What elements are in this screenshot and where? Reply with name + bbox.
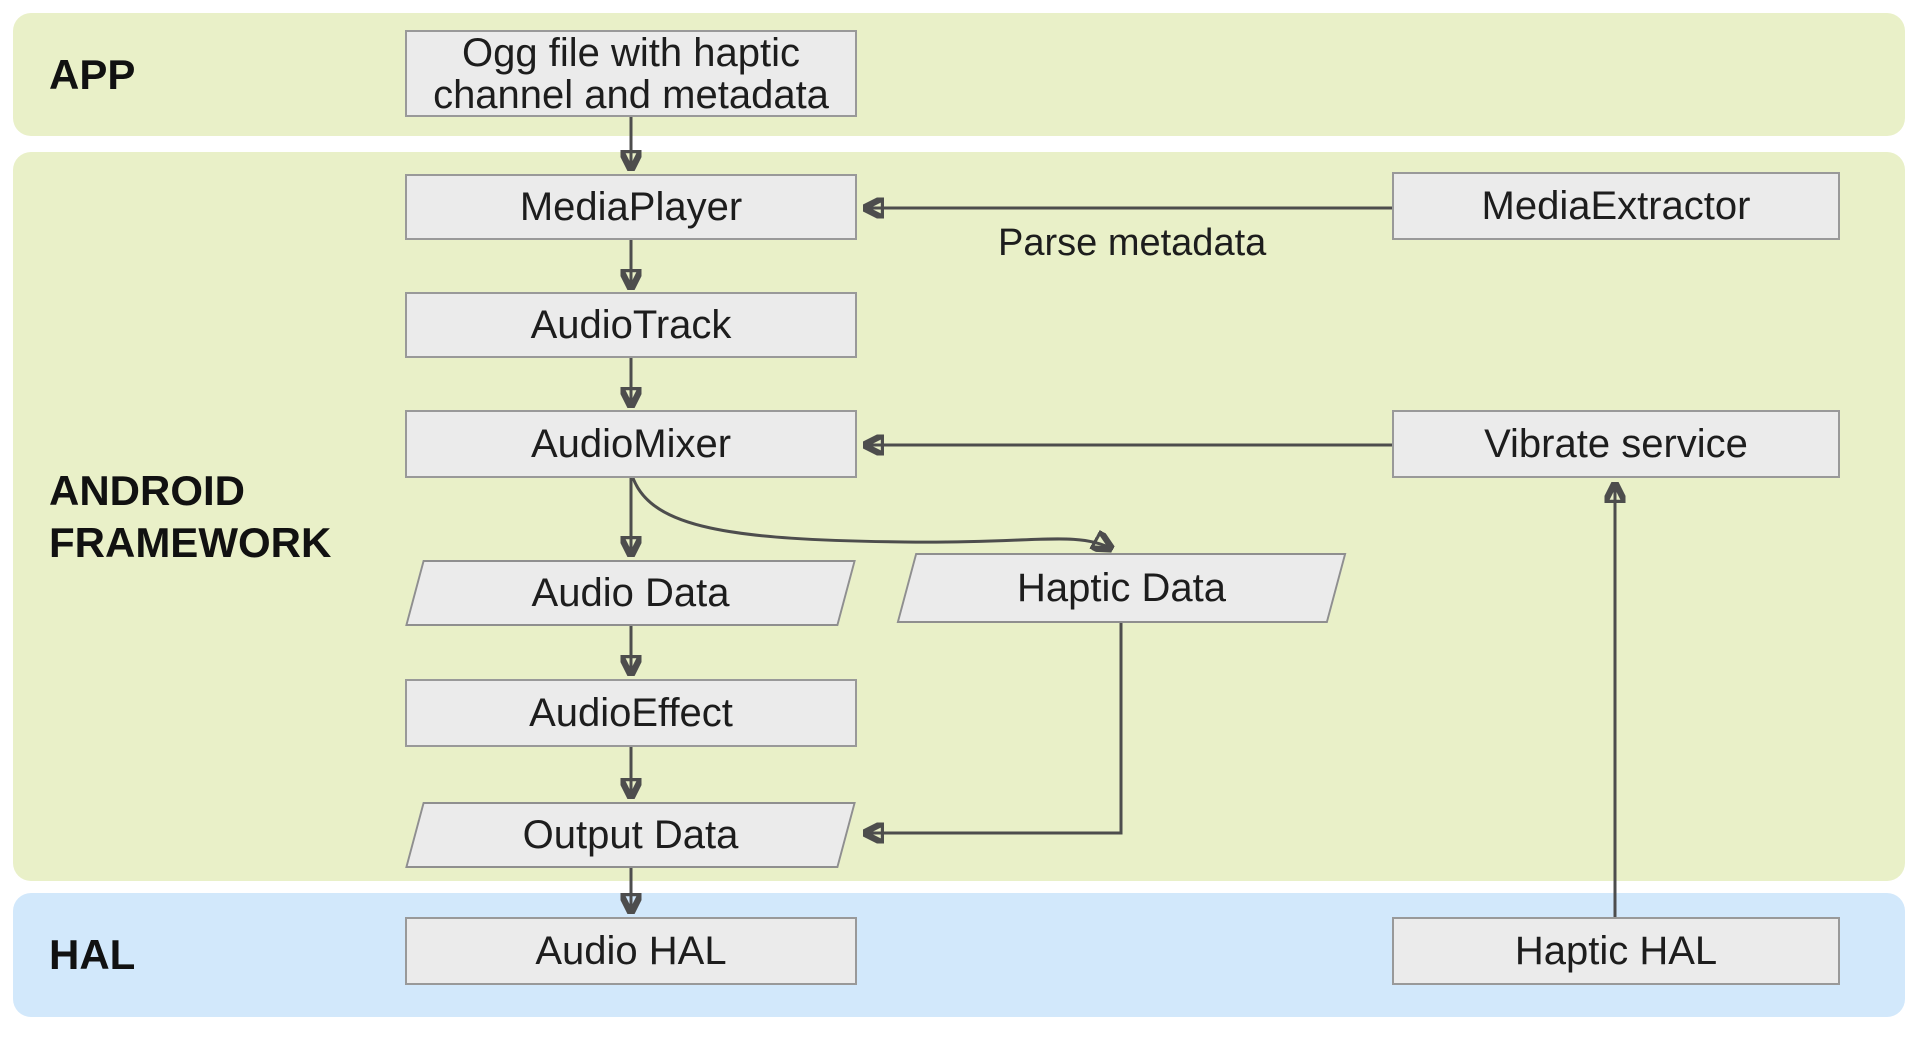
node-audio-data: Audio Data	[405, 560, 856, 626]
band-app: APP	[13, 13, 1905, 136]
node-vibrate-service: Vibrate service	[1392, 410, 1840, 478]
node-audiomixer-label: AudioMixer	[530, 422, 732, 466]
node-audio-hal-label: Audio HAL	[535, 929, 727, 973]
band-android-framework: ANDROID FRAMEWORK	[13, 152, 1905, 881]
node-output-data: Output Data	[405, 802, 856, 868]
node-mediaextractor-label: MediaExtractor	[1481, 184, 1751, 228]
band-hal-label: HAL	[49, 931, 136, 978]
node-audio-data-label: Audio Data	[531, 571, 730, 615]
node-audiomixer: AudioMixer	[405, 410, 857, 478]
node-vibrate-service-label: Vibrate service	[1484, 422, 1748, 466]
edge-label-parse-metadata: Parse metadata	[998, 222, 1267, 264]
node-ogg-file: Ogg file with haptic channel and metadat…	[405, 30, 857, 117]
node-mediaplayer: MediaPlayer	[405, 174, 857, 240]
node-haptic-hal: Haptic HAL	[1392, 917, 1840, 985]
node-audiotrack: AudioTrack	[405, 292, 857, 358]
node-audioeffect-label: AudioEffect	[529, 691, 733, 735]
band-app-label: APP	[49, 50, 136, 98]
node-haptic-data: Haptic Data	[896, 553, 1347, 623]
node-haptic-data-label: Haptic Data	[1017, 566, 1226, 610]
node-mediaextractor: MediaExtractor	[1392, 172, 1840, 240]
node-audioeffect: AudioEffect	[405, 679, 857, 747]
band-android-framework-label: ANDROID FRAMEWORK	[49, 466, 332, 566]
node-output-data-label: Output Data	[522, 813, 739, 857]
node-audiotrack-label: AudioTrack	[530, 303, 732, 347]
node-audio-hal: Audio HAL	[405, 917, 857, 985]
node-ogg-file-label: Ogg file with haptic channel and metadat…	[433, 30, 829, 117]
node-mediaplayer-label: MediaPlayer	[519, 185, 743, 229]
node-haptic-hal-label: Haptic HAL	[1514, 929, 1718, 973]
